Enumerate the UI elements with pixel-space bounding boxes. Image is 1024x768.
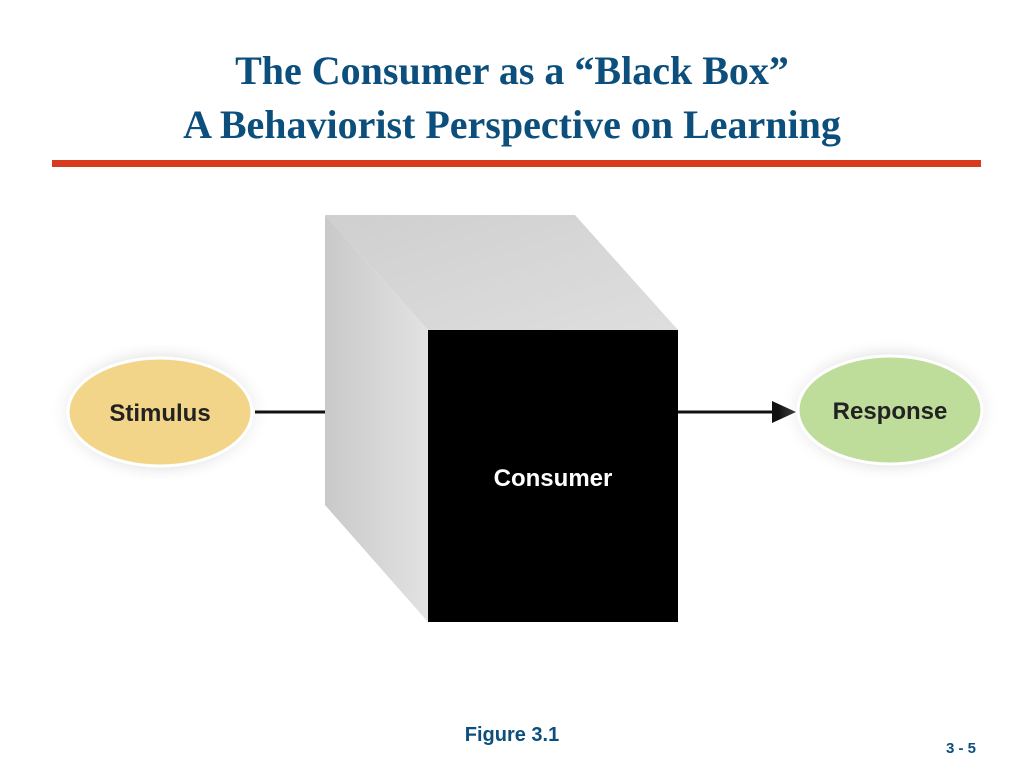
- title-line-1: The Consumer as a “Black Box”: [235, 48, 789, 93]
- figure-caption: Figure 3.1: [464, 724, 560, 746]
- stimulus-label: Stimulus: [109, 400, 210, 427]
- page-number: 3 - 5: [945, 740, 976, 757]
- stimulus-node: Stimulus: [48, 340, 272, 484]
- consumer-box: Consumer: [325, 215, 678, 622]
- stimulus-ellipse: [66, 356, 254, 468]
- response-node: Response: [778, 338, 1002, 482]
- consumer-box-front: [428, 330, 678, 622]
- consumer-box-top: [325, 215, 678, 330]
- consumer-box-side: [325, 215, 428, 622]
- consumer-label: Consumer: [494, 465, 613, 492]
- response-label: Response: [833, 398, 948, 425]
- title-divider: [52, 160, 981, 167]
- title-line-2: A Behaviorist Perspective on Learning: [183, 102, 841, 147]
- page-title: The Consumer as a “Black Box” A Behavior…: [0, 44, 1024, 152]
- response-ellipse: [796, 354, 984, 466]
